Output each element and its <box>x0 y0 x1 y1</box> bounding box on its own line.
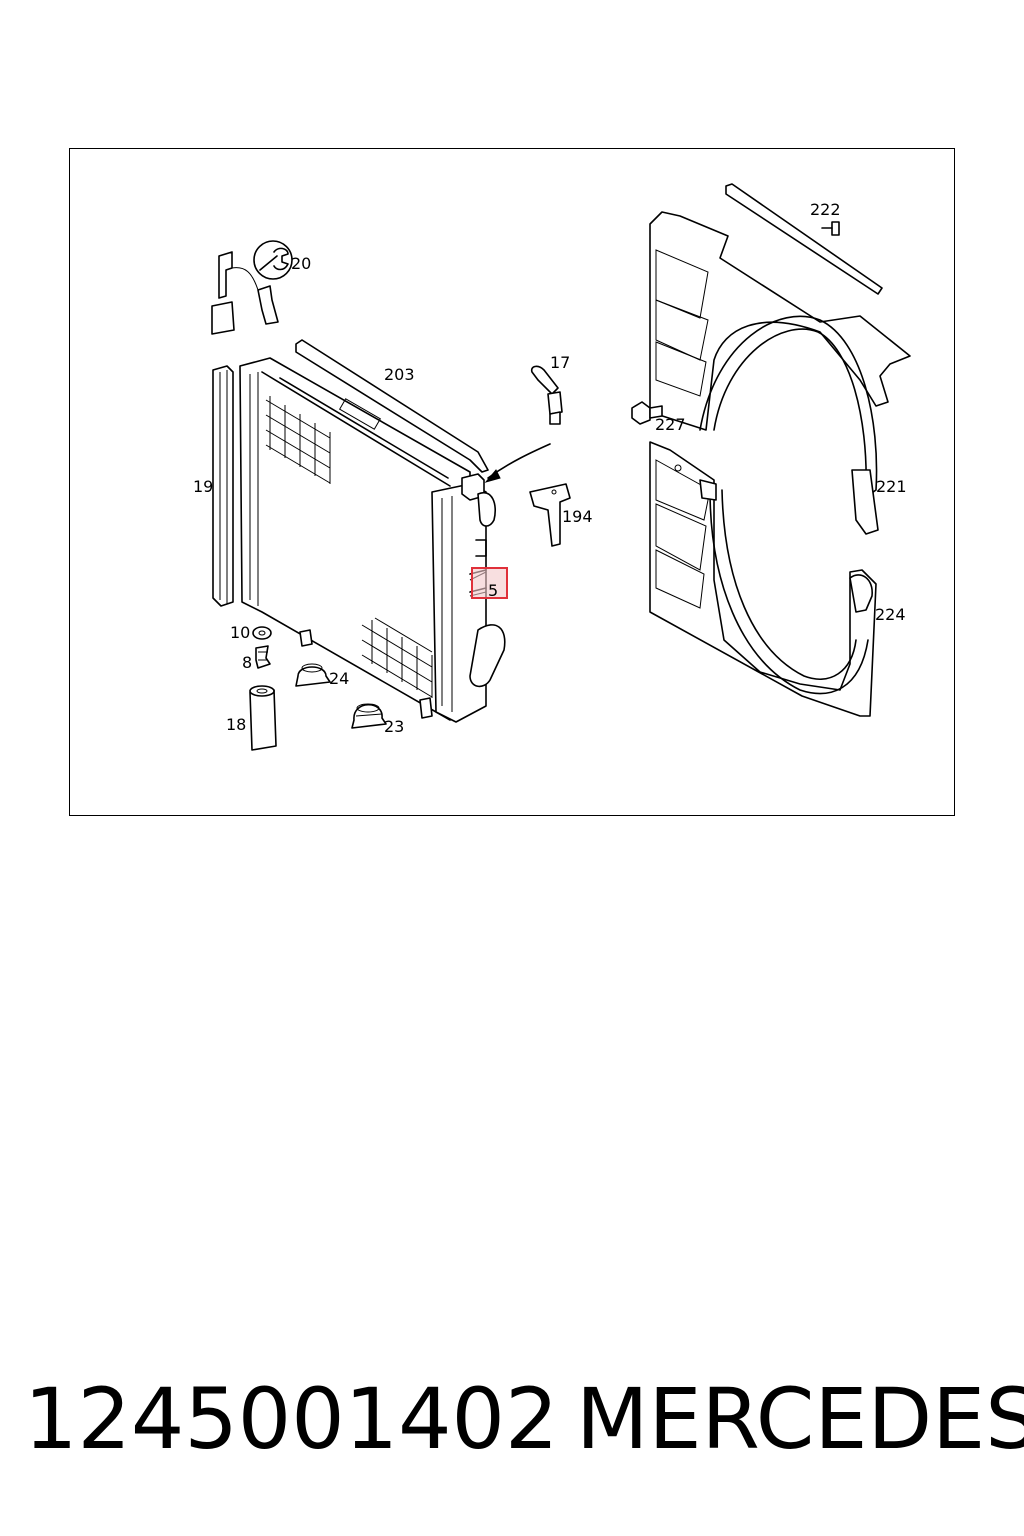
callout-203: 203 <box>384 365 415 384</box>
strip-part-222 <box>725 183 883 295</box>
arrow-indicator <box>484 443 551 483</box>
fan-ring-part-224 <box>849 574 873 613</box>
lower-shroud-panel <box>649 441 877 717</box>
clip-part-222 <box>831 221 840 236</box>
callout-194: 194 <box>562 507 593 526</box>
callout-224: 224 <box>875 605 906 624</box>
callout-24: 24 <box>329 669 349 688</box>
radiator-part-5 <box>239 357 506 723</box>
fan-shroud <box>631 183 911 717</box>
clip-part-20 <box>211 251 279 335</box>
upper-shroud-panel <box>649 211 911 431</box>
callout-221: 221 <box>876 477 907 496</box>
seal-strip-part-19 <box>212 365 234 607</box>
callout-18: 18 <box>226 715 246 734</box>
brand-name: MERCEDES <box>576 1370 1024 1468</box>
bushing-part-8 <box>255 645 271 669</box>
sleeve-part-18 <box>249 685 277 751</box>
part-number: 1245001402 <box>24 1370 559 1468</box>
callout-5: 5 <box>488 581 498 600</box>
callout-20: 20 <box>291 254 311 273</box>
top-strip-part-203 <box>295 339 489 473</box>
callout-19: 19 <box>193 477 213 496</box>
callout-10: 10 <box>230 623 250 642</box>
bolt-part-227 <box>631 401 663 425</box>
highlight-box-5 <box>471 567 508 599</box>
callout-227: 227 <box>655 415 686 434</box>
footer: 1245001402 MERCEDES <box>0 1370 1024 1470</box>
fan-ring-part-221 <box>851 469 879 535</box>
vent-screw-part-17 <box>530 365 563 425</box>
grommet-part-24 <box>295 663 331 687</box>
bracket-part-194 <box>529 483 571 547</box>
callout-8: 8 <box>242 653 252 672</box>
callout-17: 17 <box>550 353 570 372</box>
grommet-part-23 <box>351 703 387 729</box>
callout-23: 23 <box>384 717 404 736</box>
callout-labels: 20 203 17 19 194 10 8 24 18 23 222 227 2… <box>193 200 907 736</box>
callout-222: 222 <box>810 200 841 219</box>
wrench-icon <box>253 240 293 280</box>
washer-part-10 <box>252 626 272 640</box>
